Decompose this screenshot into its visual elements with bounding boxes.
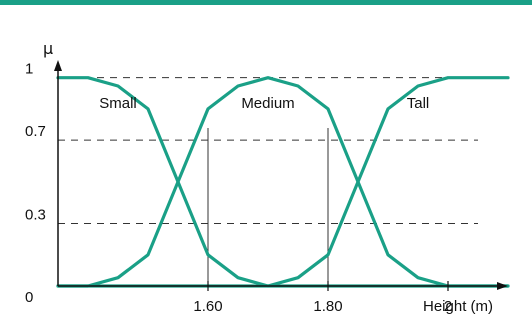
y-tick-label-0: 0 — [25, 289, 33, 306]
labels: μ Height (m) — [43, 39, 493, 315]
x-tick-label-0: 1.60 — [193, 298, 222, 315]
tick-labels: 1.60 1.80 2 0 0.3 0.7 1 — [25, 61, 452, 315]
y-axis-arrow — [54, 60, 62, 71]
y-axis-label: μ — [43, 39, 53, 58]
y-tick-label-2: 0.7 — [25, 123, 46, 140]
axes — [54, 60, 508, 290]
curve-medium — [56, 76, 510, 288]
region-label-tall: Tall — [407, 95, 430, 112]
y-tick-label-3: 1 — [25, 61, 33, 78]
x-axis-label: Height (m) — [423, 298, 493, 315]
region-label-medium: Medium — [241, 95, 294, 112]
x-tick-label-1: 1.80 — [313, 298, 342, 315]
region-labels: Small Medium Tall — [99, 95, 429, 112]
x-tick-label-2: 2 — [444, 298, 452, 315]
x-axis-arrow — [497, 282, 508, 290]
accent-bar — [0, 0, 532, 5]
region-label-small: Small — [99, 95, 137, 112]
y-tick-label-1: 0.3 — [25, 207, 46, 224]
curve-tall — [56, 76, 510, 288]
